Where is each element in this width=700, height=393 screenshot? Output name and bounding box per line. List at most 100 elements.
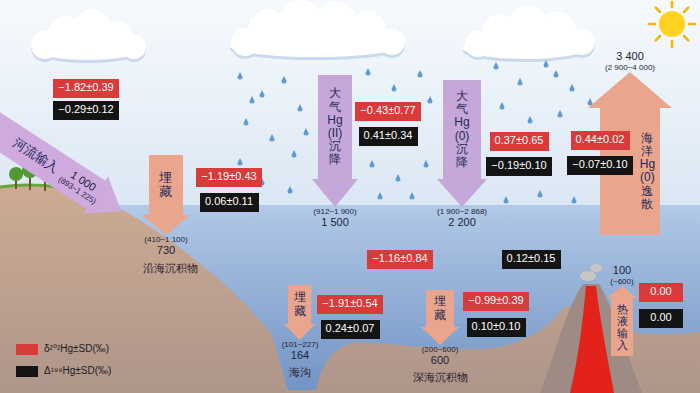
isotope-value: −0.99±0.39 xyxy=(468,294,523,307)
legend-swatch xyxy=(16,344,38,355)
flux-value: 164 xyxy=(291,349,309,362)
isotope-value: 0.12±0.15 xyxy=(507,252,556,265)
arrow-body: 热液输入 xyxy=(607,286,637,356)
arrow-outline xyxy=(437,80,487,207)
flux-value: 730 xyxy=(157,244,175,257)
isotope-value: −1.19±0.43 xyxy=(201,170,256,183)
flux-range: (~600) xyxy=(610,277,633,286)
isotope-value: −0.19±0.10 xyxy=(491,159,546,172)
legend-text: Δ¹⁹⁹Hg±SD(‰) xyxy=(44,365,111,377)
smoke xyxy=(580,264,602,281)
isotope-value: 0.44±0.02 xyxy=(576,133,625,146)
isotope-value: −1.91±0.54 xyxy=(322,297,377,310)
downward-flux-arrow: 埋藏 (410~1 100)730 xyxy=(142,155,190,257)
flux-value: 3 400 xyxy=(616,50,644,63)
delta-199-box: −0.19±0.10 xyxy=(486,157,552,176)
isotope-value: 0.00 xyxy=(650,285,671,298)
delta-202-box: −1.19±0.43 xyxy=(196,168,262,187)
flux-label: 埋藏 xyxy=(156,171,177,200)
flux-label: 大气Hg(0)沉降 xyxy=(452,90,471,169)
delta-202-box: −0.43±0.77 xyxy=(355,102,421,121)
upward-flux-arrow: 100(~600) 热液输入 xyxy=(607,264,637,356)
flux-value: 1 500 xyxy=(321,216,349,229)
delta-202-box: −1.82±0.39 xyxy=(53,79,119,98)
isotope-value: −0.43±0.77 xyxy=(360,104,415,117)
land-and-seafloor xyxy=(0,186,700,393)
arrow-body: 埋藏 xyxy=(421,290,459,345)
delta-199-box: 0.10±0.10 xyxy=(467,318,526,337)
river-input-arrow: 河流输入1 000(893~1 225) xyxy=(0,101,134,230)
flux-range: (1 900~2 868) xyxy=(437,207,487,216)
arrow-body: 埋藏 xyxy=(284,285,315,340)
arrow-outline xyxy=(312,75,358,207)
delta-202-box: −0.99±0.39 xyxy=(463,292,529,311)
delta-199-box: 0.06±0.11 xyxy=(200,193,259,212)
flux-range: (410~1 100) xyxy=(144,235,187,244)
flux-range: (200~600) xyxy=(422,345,459,354)
delta-202-box: 0.44±0.02 xyxy=(571,131,630,150)
flux-label: 埋藏 xyxy=(290,291,309,317)
isotope-value: −1.16±0.84 xyxy=(372,252,427,265)
delta-202-box: 0.00 xyxy=(639,283,683,302)
isotope-value: 0.06±0.11 xyxy=(205,195,253,208)
flux-label: 热液输入 xyxy=(613,303,631,351)
flux-value: 2 200 xyxy=(448,216,476,229)
isotope-value: −1.82±0.39 xyxy=(58,81,113,94)
delta-199-box: −0.29±0.12 xyxy=(53,101,119,120)
arrow-outline xyxy=(0,101,134,230)
arrow-body: 大气Hg(II)沉降 xyxy=(312,75,358,207)
isotope-value: 0.41±0.34 xyxy=(364,129,413,142)
arrow-shape xyxy=(588,72,672,235)
delta-199-box: −0.07±0.10 xyxy=(567,156,633,175)
rain-drops xyxy=(238,60,593,204)
isotope-value: 0.00 xyxy=(650,311,671,324)
delta-199-box: 0.41±0.34 xyxy=(359,127,418,146)
legend-text: δ²⁰²Hg±SD(‰) xyxy=(44,343,109,355)
isotope-value: −0.29±0.12 xyxy=(58,103,113,116)
isotope-value: 0.24±0.07 xyxy=(326,322,375,335)
legend-swatch xyxy=(16,366,38,377)
flux-label: 埋藏 xyxy=(430,295,449,321)
place-label: 深海沉积物 xyxy=(413,371,468,384)
sun-rays xyxy=(649,2,695,47)
downward-flux-arrow: 埋藏 (200~600)600 xyxy=(421,290,459,367)
arrow-body: 埋藏 xyxy=(142,155,190,235)
delta-202-box: −1.91±0.54 xyxy=(317,295,383,314)
flux-label: 河流输入 xyxy=(10,135,62,176)
arrow-outline xyxy=(607,286,637,356)
downward-flux-arrow: 大气Hg(0)沉降 (1 900~2 868)2 200 xyxy=(437,80,487,229)
delta-202-box: −1.16±0.84 xyxy=(367,250,433,269)
flux-label: 海洋Hg(0)逸散 xyxy=(638,132,657,211)
isotope-value: 0.37±0.65 xyxy=(495,134,544,147)
delta-199-box: 0.24±0.07 xyxy=(321,320,380,339)
flux-range: (101~227) xyxy=(282,340,319,349)
lava xyxy=(570,286,614,393)
flux-value: 100 xyxy=(613,264,631,277)
clouds xyxy=(31,0,595,60)
arrow-body: 大气Hg(0)沉降 xyxy=(437,80,487,207)
arrow-outline xyxy=(284,285,315,340)
downward-flux-arrow: 埋藏 (101~227)164 xyxy=(282,285,319,362)
downward-flux-arrow: 大气Hg(II)沉降 (912~1 900)1 500 xyxy=(312,75,358,229)
legend-item: Δ¹⁹⁹Hg±SD(‰) xyxy=(16,365,111,377)
flux-range: (912~1 900) xyxy=(313,207,356,216)
legend-item: δ²⁰²Hg±SD(‰) xyxy=(16,343,109,355)
arrow-body: 海洋Hg(0)逸散 xyxy=(588,72,672,235)
delta-202-box: 0.37±0.65 xyxy=(490,132,549,151)
place-label: 沿海沉积物 xyxy=(143,262,198,275)
arrow-outline xyxy=(142,155,190,235)
delta-199-box: 0.12±0.15 xyxy=(502,250,561,269)
flux-label: 大气Hg(II)沉降 xyxy=(325,87,344,166)
delta-199-box: 0.00 xyxy=(639,309,683,328)
isotope-value: −0.07±0.10 xyxy=(572,158,627,171)
arrow-shape xyxy=(0,101,134,230)
volcano xyxy=(540,284,642,393)
isotope-value: 0.10±0.10 xyxy=(472,320,521,333)
sun xyxy=(659,11,685,37)
flux-value: 600 xyxy=(431,354,449,367)
place-label: 海沟 xyxy=(289,366,311,379)
arrow-outline xyxy=(588,72,672,235)
flux-range: (2 900~4 000) xyxy=(605,63,655,72)
arrow-outline xyxy=(421,290,459,345)
